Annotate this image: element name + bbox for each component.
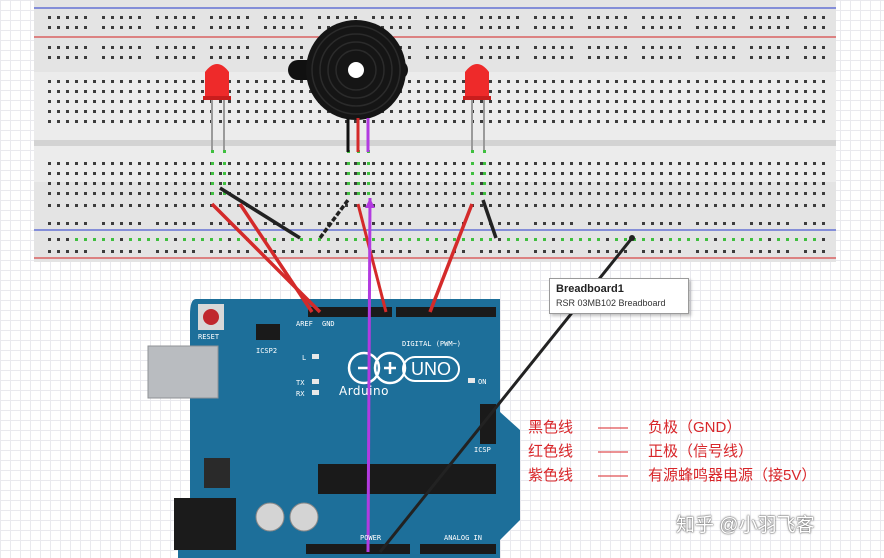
analog-header [420, 544, 496, 554]
reset-button[interactable] [203, 309, 219, 325]
analog-label: ANALOG IN [444, 534, 482, 542]
uno-badge: UNO [402, 356, 460, 382]
atmega-chip [318, 464, 496, 494]
power-jack [174, 498, 236, 550]
legend-dash: —— [598, 467, 628, 484]
legend-meaning: 有源蜂鸣器电源（接5V） [648, 467, 817, 484]
red-wire-right [428, 203, 474, 313]
led-left-lens [205, 64, 229, 98]
icsp2-header [256, 324, 280, 340]
gnd-label: GND [322, 320, 335, 328]
digital-label: DIGITAL (PWM~) [402, 340, 462, 348]
purple-wire [366, 197, 372, 553]
led-right [463, 64, 491, 150]
reset-label: RESET [198, 333, 220, 341]
breadboard-center-channel [34, 140, 836, 146]
wire-legend: 黑色线 —— 负极（GND） 红色线 —— 正极（信号线） 紫色线 —— 有源蜂鸣器电源（接… [528, 416, 816, 488]
tooltip-title: Breadboard1 [556, 283, 624, 295]
legend-color-name: 红色线 [528, 443, 574, 460]
digital-header-right [396, 307, 496, 317]
rx-label: RX [296, 390, 305, 398]
breadboard-terminal-area [34, 72, 836, 182]
aref-label: AREF [296, 320, 313, 328]
on-label: ON [478, 378, 487, 386]
red-wire-left-2 [238, 203, 314, 313]
breadboard [34, 0, 836, 262]
regulator-chip [204, 458, 230, 488]
legend-color-name: 紫色线 [528, 467, 574, 484]
legend-dash: —— [598, 419, 628, 436]
black-jumper-buzzer [318, 198, 350, 240]
long-wires [210, 197, 635, 553]
breadboard-tooltip: Breadboard1 RSR 03MB102 Breadboard [549, 278, 689, 314]
capacitor-right [289, 502, 319, 532]
legend-row-purple: 紫色线 —— 有源蜂鸣器电源（接5V） [528, 464, 816, 488]
led-left-rim [203, 96, 231, 100]
led-right-lens [465, 64, 489, 98]
usb-connector [147, 345, 219, 399]
legend-meaning: 负极（GND） [648, 419, 742, 436]
capacitor-left [255, 502, 285, 532]
black-jumper-left [219, 186, 301, 240]
black-jumper-right [481, 199, 498, 239]
arduino-board [147, 299, 520, 558]
icsp2-label: ICSP2 [256, 347, 278, 355]
legend-meaning: 正极（信号线） [648, 443, 754, 460]
legend-row-black: 黑色线 —— 负极（GND） [528, 416, 816, 440]
buzzer-hole [348, 62, 364, 78]
tx-label: TX [296, 379, 305, 387]
tooltip-subtitle: RSR 03MB102 Breadboard [556, 298, 666, 308]
short-jumpers [219, 186, 498, 240]
red-wire-buzzer [356, 203, 388, 313]
digital-header-left [308, 307, 392, 317]
power-label: POWER [360, 534, 382, 542]
l-label: L [302, 354, 307, 362]
purple-wire-arrow [365, 198, 375, 208]
legend-dash: —— [598, 443, 628, 460]
watermark: 知乎 @小羽飞客 [676, 515, 815, 536]
arduino-logo-left [347, 351, 381, 385]
arduino-wordmark: Arduino [339, 384, 389, 398]
legend-row-red: 红色线 —— 正极（信号线） [528, 440, 816, 464]
icsp-label: ICSP [474, 446, 491, 454]
buzzer [288, 20, 408, 152]
led-right-rim [463, 96, 491, 100]
power-header [306, 544, 410, 554]
led-left [203, 64, 231, 150]
legend-color-name: 黑色线 [528, 419, 574, 436]
